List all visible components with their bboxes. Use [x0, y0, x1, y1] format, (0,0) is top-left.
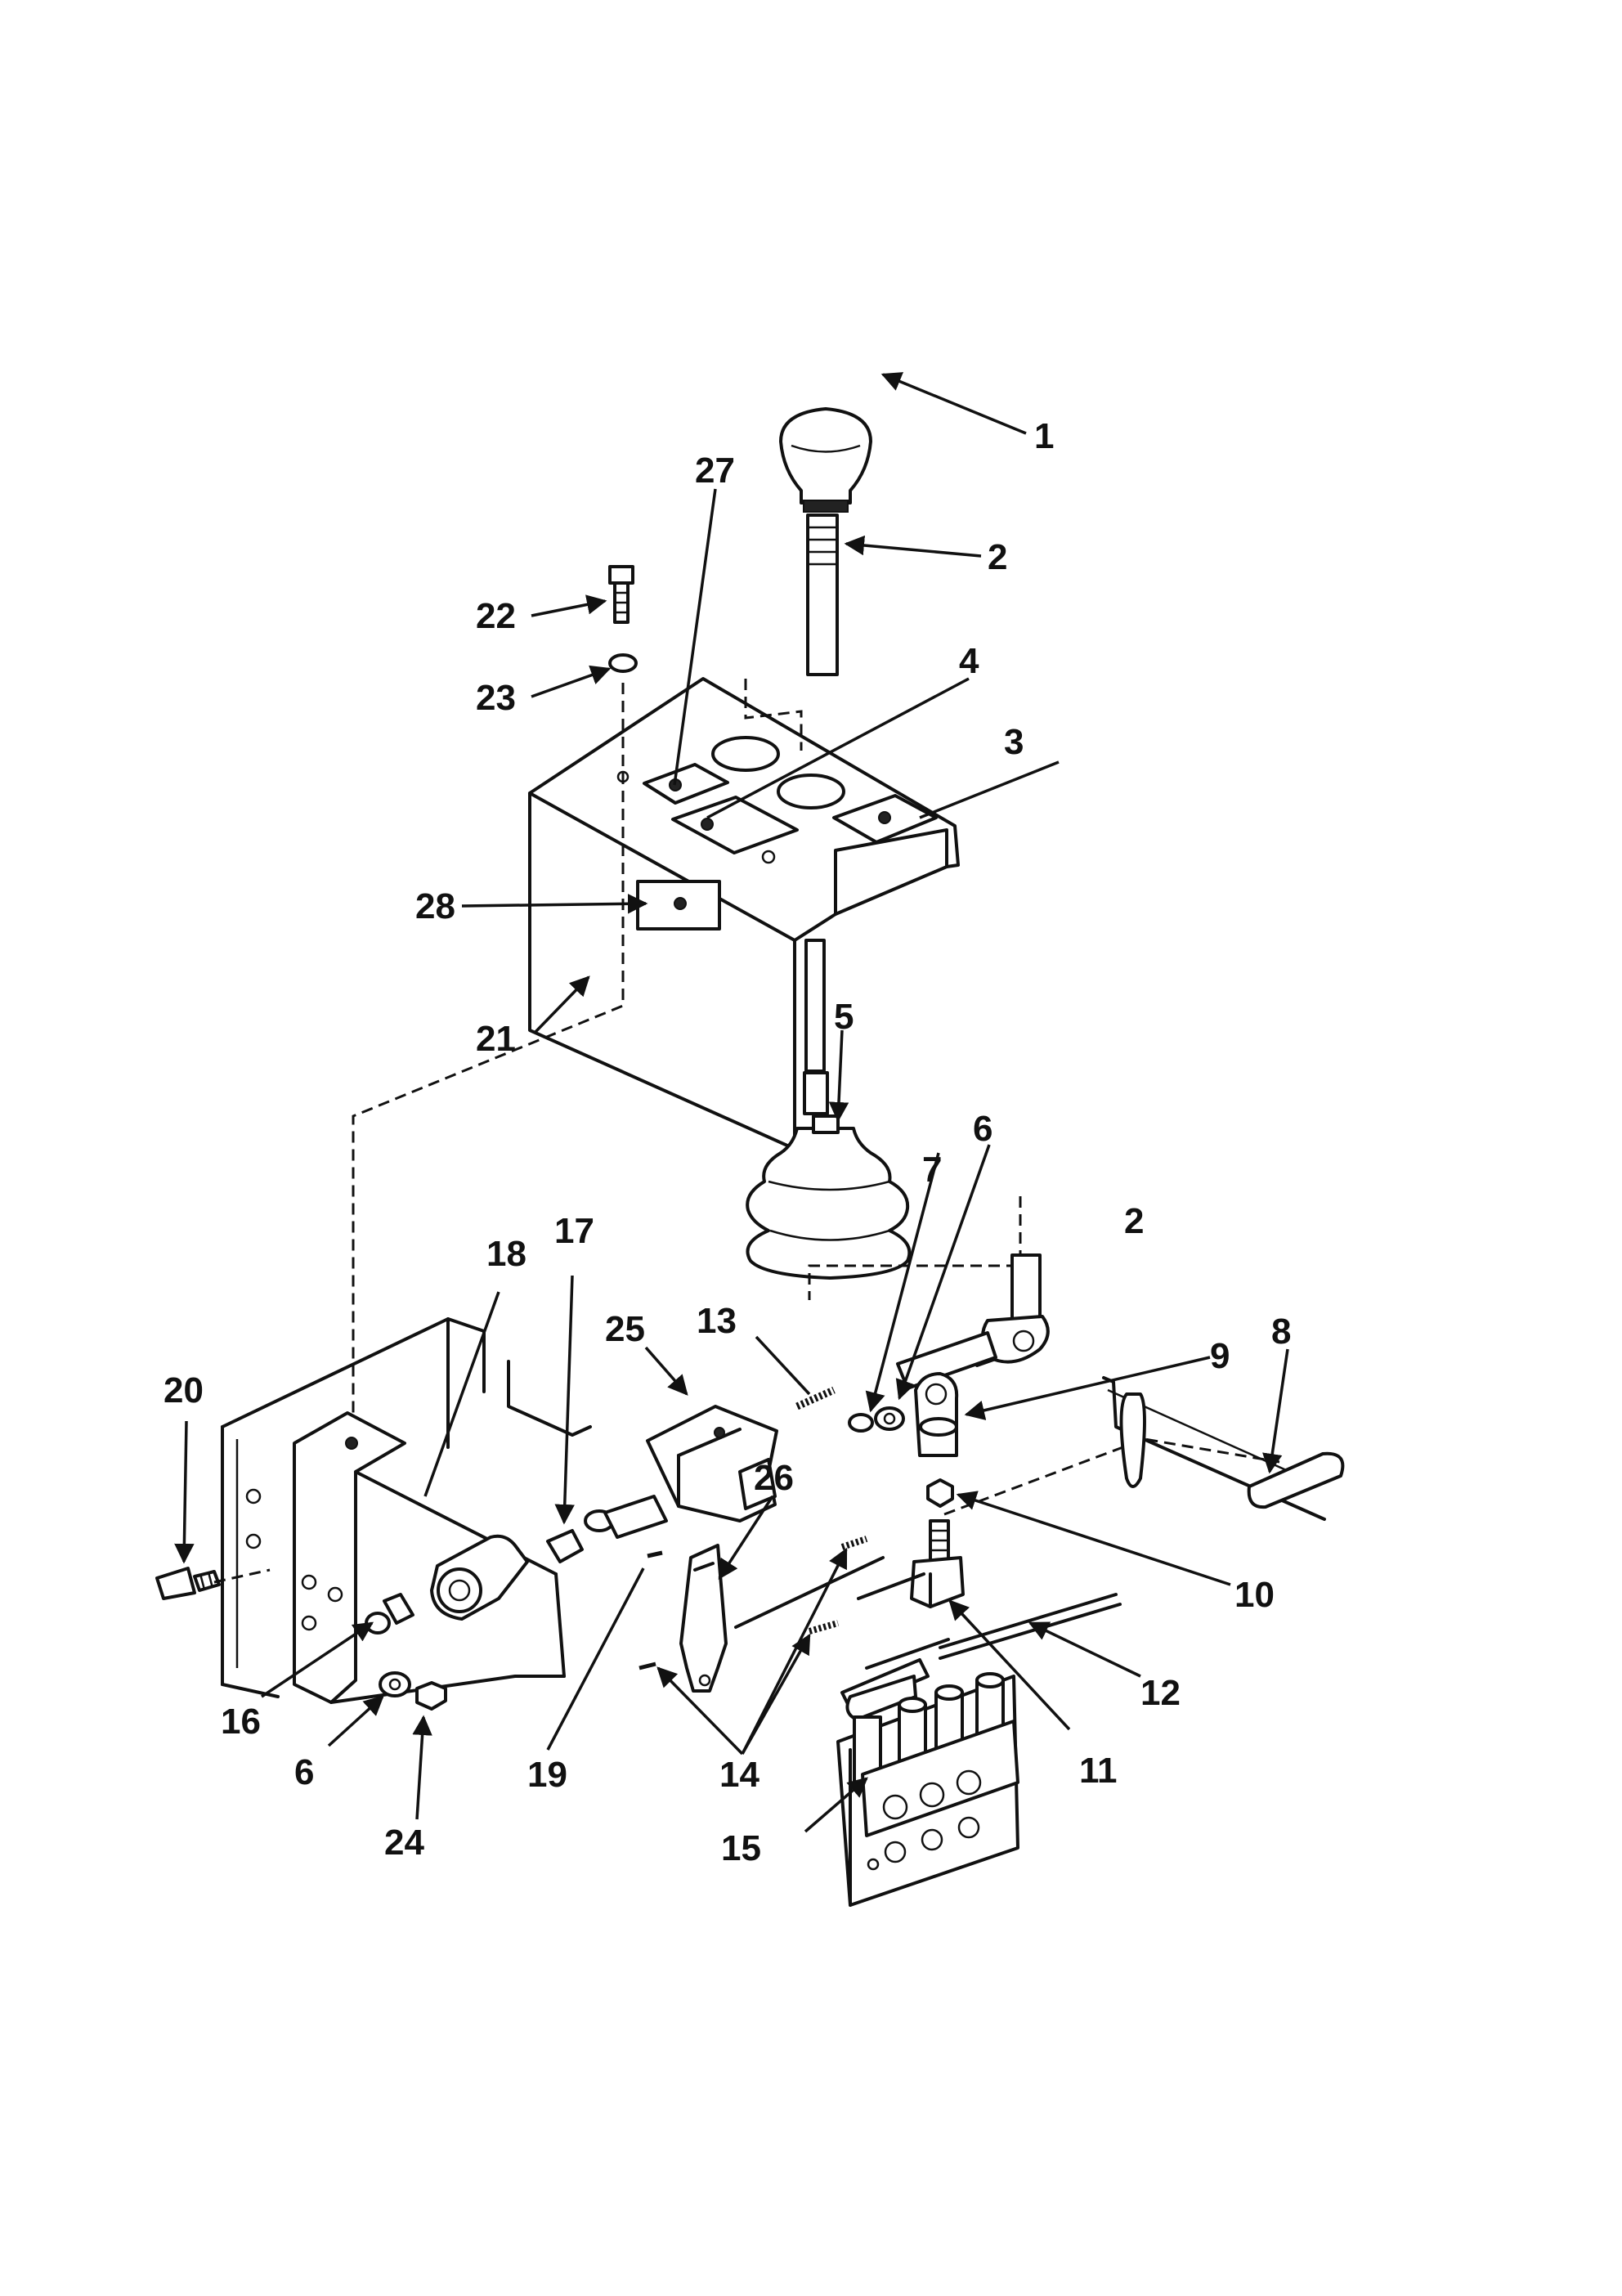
callout-11: 11	[1079, 1751, 1118, 1791]
screw-part	[155, 1567, 221, 1600]
callout-21: 21	[476, 1019, 516, 1059]
bushing-block	[430, 1534, 529, 1621]
pin-13	[795, 1386, 836, 1410]
callout-labels: 1 2 2 3 4 5 6 6 7 8 9 10 11 12 13 14 15 …	[164, 416, 1291, 1868]
link-plate	[840, 1658, 930, 1721]
pin-19	[647, 1550, 663, 1558]
clevis-part	[910, 1519, 965, 1608]
callout-6-lower: 6	[294, 1752, 314, 1792]
callout-26: 26	[754, 1458, 794, 1498]
callout-2-lower: 2	[1124, 1201, 1144, 1241]
callout-13: 13	[697, 1301, 737, 1341]
callout-23: 23	[476, 678, 516, 718]
washer-lower	[379, 1671, 411, 1697]
callout-19: 19	[527, 1755, 567, 1795]
pin-14c	[638, 1661, 656, 1670]
lever-arm	[679, 1544, 728, 1693]
callout-7: 7	[922, 1150, 942, 1190]
callout-1: 1	[1034, 416, 1054, 456]
mounting-bracket	[221, 1317, 592, 1698]
callout-3: 3	[1004, 722, 1024, 762]
lever-rod-upper	[806, 513, 839, 676]
callout-17: 17	[554, 1211, 594, 1251]
pin-14a	[840, 1536, 868, 1550]
small-bushing	[546, 1509, 615, 1563]
console-box	[528, 677, 960, 1150]
callout-24: 24	[384, 1823, 424, 1863]
callout-15: 15	[721, 1828, 761, 1868]
cone-handle	[1247, 1451, 1345, 1509]
callout-12: 12	[1140, 1673, 1181, 1713]
callout-5: 5	[834, 997, 854, 1037]
callout-9: 9	[1210, 1336, 1230, 1376]
callout-18: 18	[486, 1234, 526, 1274]
leader-lines	[174, 372, 1289, 1833]
callout-2-upper: 2	[988, 537, 1007, 577]
callout-20: 20	[164, 1370, 204, 1410]
lower-lever-assembly	[896, 1253, 1050, 1390]
callout-28: 28	[415, 886, 455, 926]
control-valve	[836, 1672, 1019, 1907]
callout-27: 27	[695, 451, 735, 491]
ring-part	[848, 1413, 874, 1433]
callout-10: 10	[1234, 1575, 1275, 1615]
rod-end-part	[914, 1372, 959, 1457]
washer-part	[608, 653, 638, 673]
rubber-boot	[746, 1114, 912, 1280]
washer-upper	[874, 1406, 905, 1431]
lever-rod-through	[804, 939, 826, 1073]
pin-14b	[808, 1620, 840, 1635]
jam-nut	[926, 1478, 954, 1508]
callout-14: 14	[719, 1755, 759, 1795]
bolt-part	[608, 565, 634, 624]
knob-part	[779, 407, 872, 513]
callout-4: 4	[959, 641, 979, 681]
callout-22: 22	[476, 596, 516, 636]
callout-8: 8	[1271, 1312, 1291, 1352]
spacer-part	[365, 1593, 414, 1635]
callout-6-upper: 6	[973, 1109, 992, 1149]
pivot-block	[603, 1405, 778, 1539]
callout-16: 16	[221, 1702, 261, 1742]
link-rod	[939, 1593, 1122, 1660]
callout-25: 25	[605, 1309, 645, 1349]
nut-part	[415, 1681, 447, 1711]
